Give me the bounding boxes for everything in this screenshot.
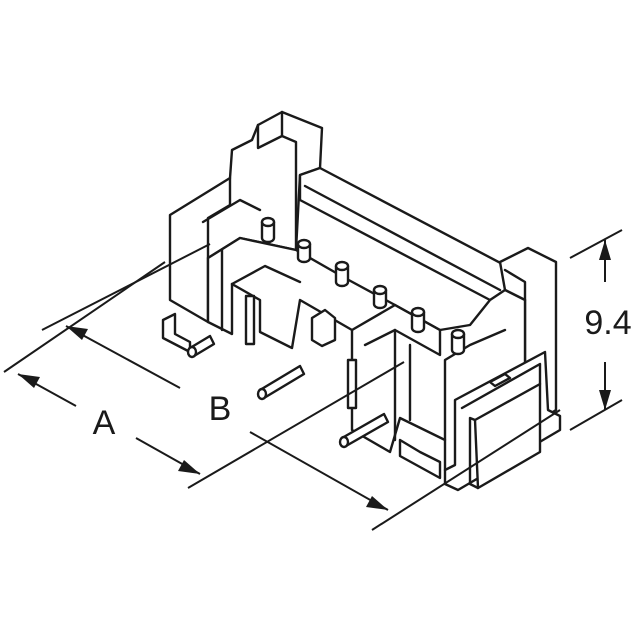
top-pin-3	[334, 266, 350, 288]
left-post-edge	[280, 134, 298, 252]
solder-tail-1-end	[186, 345, 198, 359]
side-tab-lip	[460, 362, 542, 410]
top-pin-1-cap	[260, 216, 276, 228]
side-tab-plate	[473, 382, 542, 490]
contact-pins-top	[260, 216, 466, 356]
top-pin-6-cap	[450, 328, 466, 340]
dimension-b-line-left	[65, 325, 181, 389]
dimension-b: B	[41, 243, 561, 531]
dimension-height-ext-top	[569, 229, 623, 259]
side-mount-tab	[443, 350, 562, 492]
dimension-b-ext-right	[371, 409, 561, 531]
left-foot	[161, 312, 192, 354]
right-foot	[398, 438, 442, 480]
dimension-b-arrow-left	[66, 326, 88, 340]
center-latch	[310, 308, 337, 348]
back-rail-inner-line	[303, 184, 502, 292]
front-step-3	[350, 303, 442, 357]
top-pin-5-cap	[410, 306, 426, 318]
dimension-height-ext-bottom	[569, 399, 623, 431]
left-wall-ledge	[201, 198, 262, 224]
dimension-b-line-right	[249, 431, 389, 511]
top-pin-3-cap	[334, 260, 350, 272]
dimension-a-arrow-right	[178, 460, 200, 474]
solder-tail-3-end	[338, 435, 350, 449]
dimension-a-label: A	[93, 404, 116, 442]
side-tab-clip	[488, 372, 512, 388]
right-end-notch	[503, 268, 527, 302]
top-pin-2-cap	[296, 238, 312, 250]
top-pin-4-cap	[372, 284, 388, 296]
top-pin-1	[260, 222, 276, 244]
dimension-height: 9.4	[569, 229, 632, 431]
dimension-height-arrow-top	[599, 240, 611, 260]
front-slot-left	[244, 294, 256, 346]
dimension-a-arrow-left	[18, 374, 40, 388]
top-pin-5	[410, 312, 426, 334]
front-slot-right	[346, 358, 358, 410]
dimension-b-label: B	[209, 390, 232, 428]
dimension-b-arrow-right	[366, 496, 388, 510]
dimension-height-label: 9.4	[584, 304, 631, 342]
dimension-a: A	[3, 261, 405, 489]
dimension-a-ext-right	[187, 361, 405, 489]
dimension-b-ext-left	[41, 243, 211, 331]
front-step-2	[230, 264, 302, 286]
side-tab-plate-edge	[468, 416, 480, 490]
solder-tails	[186, 334, 390, 449]
solder-tail-2-end	[256, 387, 268, 401]
top-pin-6	[450, 334, 466, 356]
dimension-height-arrow-bottom	[599, 390, 611, 410]
left-post-notch	[256, 110, 284, 150]
